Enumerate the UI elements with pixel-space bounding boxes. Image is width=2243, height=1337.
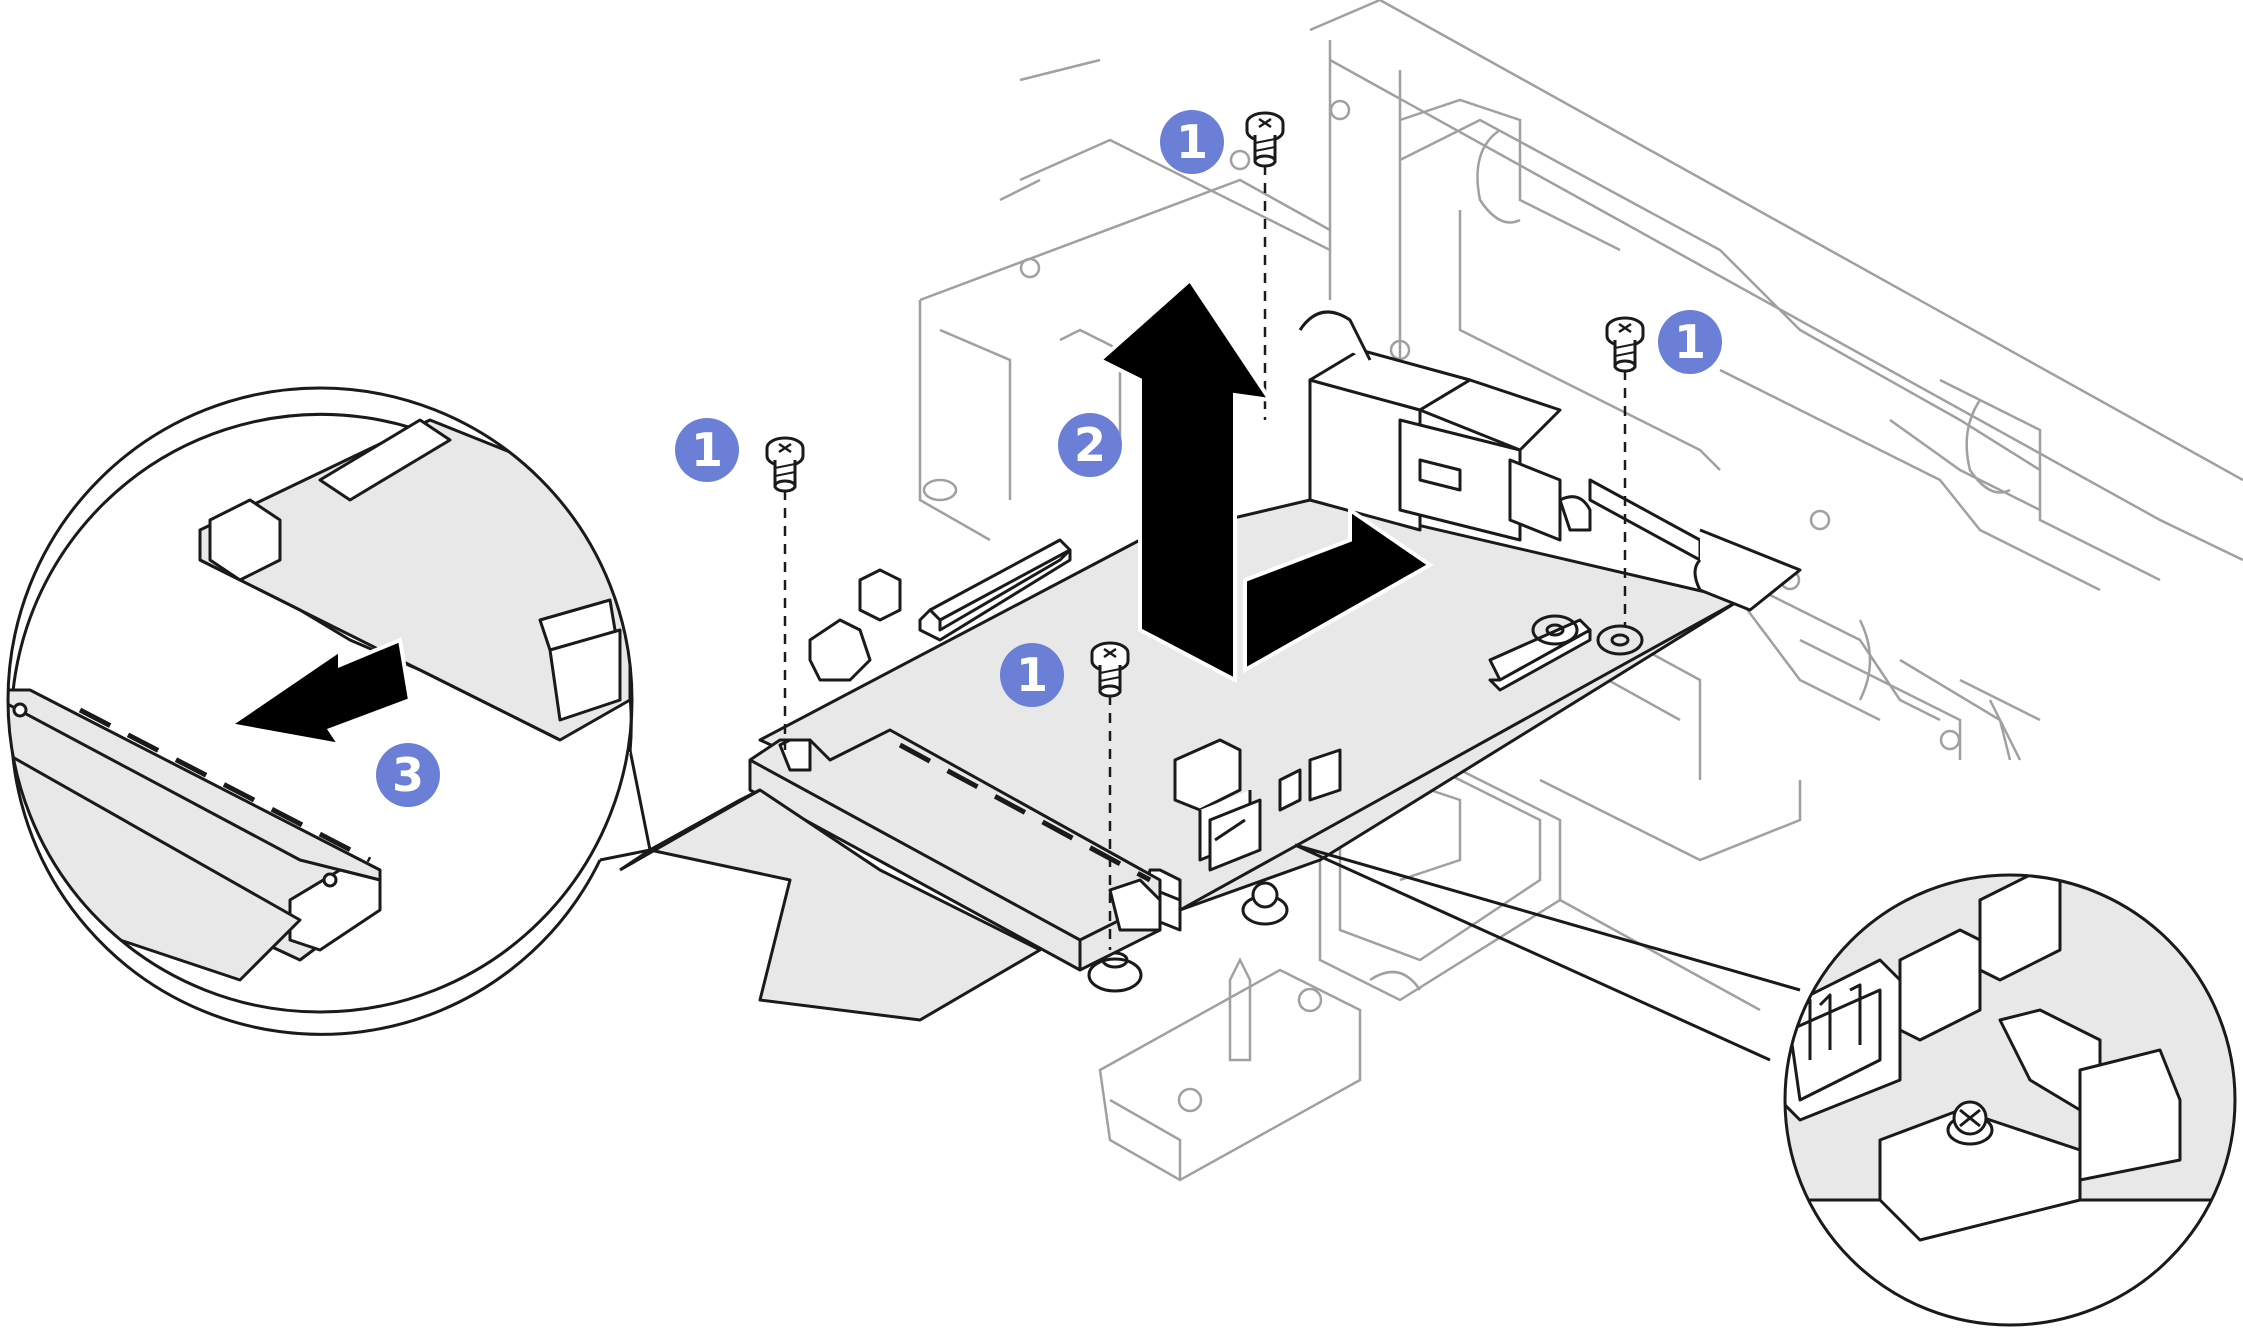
callouts: 1 1 1 1 2 3 (376, 110, 1722, 807)
chassis-outline (918, 0, 2243, 1182)
callout-screw-rear-right: 1 (1658, 310, 1722, 374)
callout-screw-front-left: 1 (675, 418, 739, 482)
detail-circle-cable (6, 386, 761, 1036)
screw-icon (1245, 111, 1285, 168)
board-standoffs (1087, 614, 1644, 993)
callout-number: 1 (1674, 315, 1706, 369)
callout-badge (1058, 413, 1122, 477)
up-arrow-icon (1096, 276, 1275, 684)
screws (765, 111, 1645, 698)
callout-badge (1000, 643, 1064, 707)
callout-badge (1658, 310, 1722, 374)
screw-icon (1605, 316, 1645, 373)
callout-screw-rear-center: 1 (1160, 110, 1224, 174)
screw-icon (1090, 641, 1130, 698)
rear-usb-ports (1298, 310, 1802, 612)
callout-screw-front-center: 1 (1000, 643, 1064, 707)
detail-circle-connectors (1294, 843, 2237, 1327)
callout-pull-cable: 3 (376, 743, 440, 807)
riser-card (748, 728, 1162, 972)
callout-lift-board: 2 (1058, 413, 1122, 477)
left-arrow-icon (224, 637, 413, 748)
callout-badge (376, 743, 440, 807)
right-arrow-icon (1243, 506, 1434, 674)
screw-icon (765, 436, 805, 493)
callout-badge (1160, 110, 1224, 174)
callout-number: 3 (392, 748, 424, 802)
callout-number: 2 (1074, 418, 1106, 472)
callout-number: 1 (1176, 115, 1208, 169)
callout-badge (675, 418, 739, 482)
callout-number: 1 (1016, 648, 1048, 702)
callout-number: 1 (691, 423, 723, 477)
screw-guides (783, 165, 1627, 950)
